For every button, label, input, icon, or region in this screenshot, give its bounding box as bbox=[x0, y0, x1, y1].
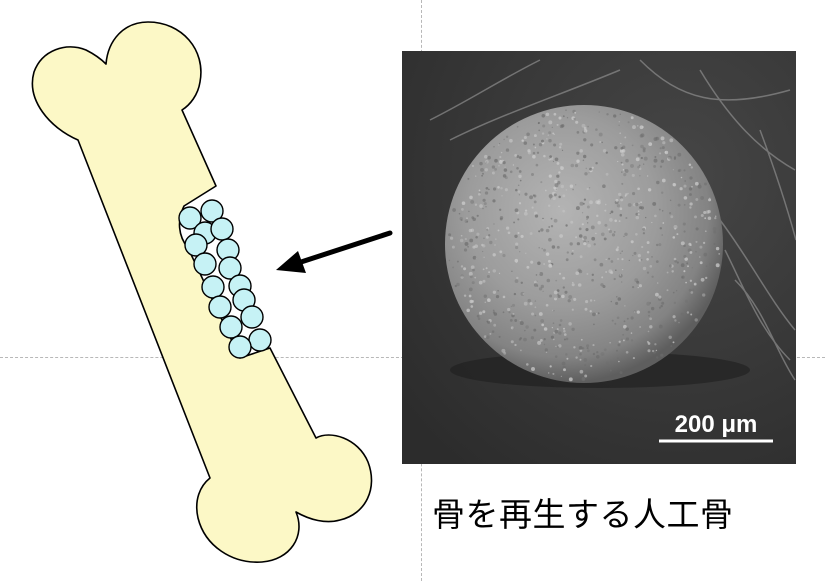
caption-text: 骨を再生する人工骨 bbox=[432, 488, 734, 536]
scale-bar: 200 μm bbox=[659, 411, 773, 441]
bead bbox=[229, 336, 251, 358]
bead bbox=[209, 296, 231, 318]
scale-bar-label: 200 μm bbox=[675, 411, 758, 438]
pointer-arrow bbox=[276, 233, 390, 273]
bead bbox=[249, 329, 271, 351]
bead bbox=[241, 306, 263, 328]
bone-shape bbox=[32, 22, 371, 562]
bead bbox=[202, 276, 224, 298]
bead bbox=[220, 316, 242, 338]
bone-illustration bbox=[32, 22, 371, 562]
bead bbox=[194, 253, 216, 275]
bead bbox=[211, 218, 233, 240]
sem-micrograph: 200 μm bbox=[402, 51, 796, 464]
